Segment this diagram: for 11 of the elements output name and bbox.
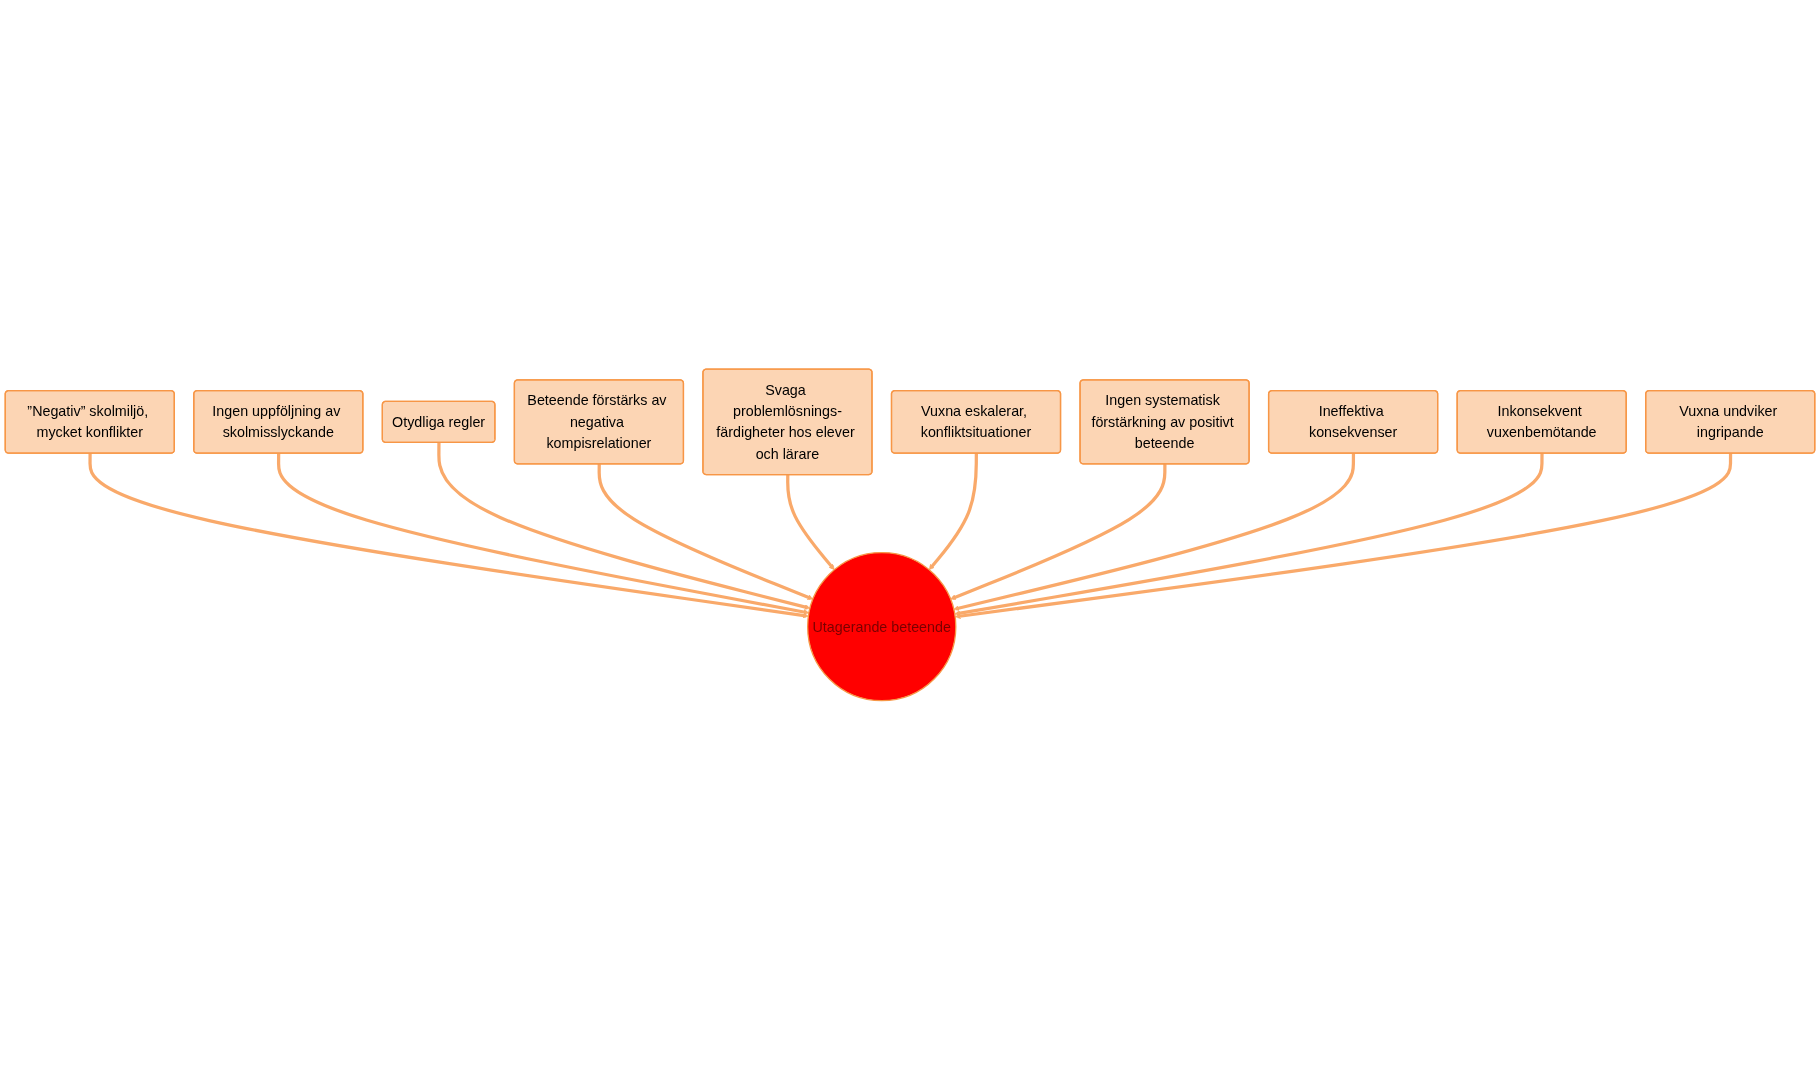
node-circle: Utagerande beteende xyxy=(807,551,957,701)
arrow xyxy=(953,452,1356,611)
arrow xyxy=(786,474,835,570)
arrow xyxy=(954,452,1733,619)
arrow xyxy=(950,463,1167,600)
arrow xyxy=(437,442,811,610)
arrow xyxy=(597,463,814,600)
arrow xyxy=(954,452,1544,616)
arrow xyxy=(276,452,810,615)
arrow xyxy=(88,452,809,618)
arrow xyxy=(928,452,978,570)
